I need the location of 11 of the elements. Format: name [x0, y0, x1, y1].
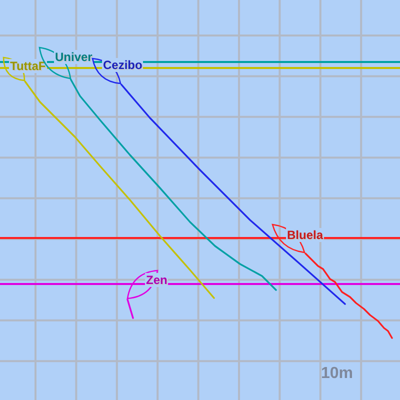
- track-line: [24, 80, 215, 299]
- track-line: [126, 298, 134, 319]
- track-line: [70, 78, 277, 291]
- boat-name: Univer: [54, 50, 94, 64]
- track-line: [304, 252, 393, 339]
- track-line: [120, 84, 346, 305]
- boat-name: TuttaF: [9, 59, 47, 73]
- boat-name: Zen: [145, 273, 168, 287]
- boat-name: Bluela: [286, 228, 324, 242]
- scale-label: 10m: [321, 365, 354, 383]
- boat-name: Cezibo: [102, 58, 144, 72]
